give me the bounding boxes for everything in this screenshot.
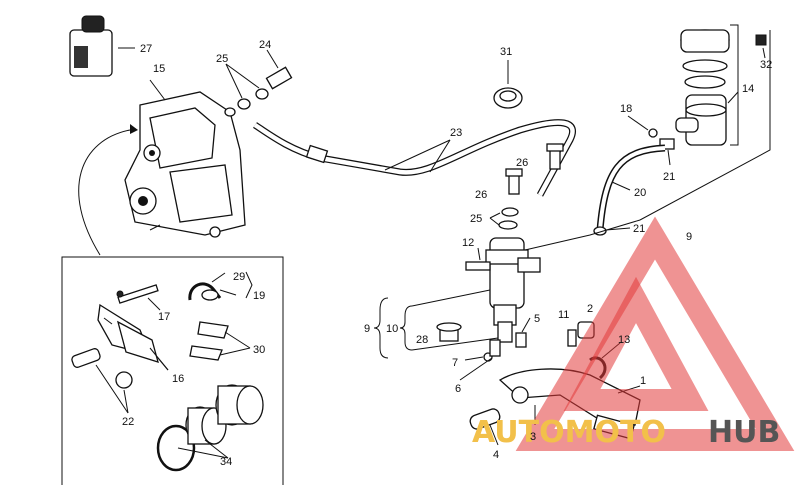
- callout-31: 31: [500, 46, 512, 58]
- callout-13: 13: [618, 334, 630, 346]
- callout-18: 18: [620, 103, 632, 115]
- pistons-and-seal: [156, 384, 264, 472]
- callout-7: 7: [452, 357, 458, 369]
- callout-34: 34: [220, 456, 232, 468]
- watermark-word-a: AUTOMOTO: [472, 415, 666, 450]
- callout-21: 21: [633, 223, 645, 235]
- callout-11: 11: [558, 309, 569, 321]
- callout-28: 28: [416, 334, 428, 346]
- callout-26: 26: [475, 189, 487, 201]
- callout-12: 12: [462, 237, 474, 249]
- fluid-bottle: [69, 15, 135, 77]
- callout-22: 22: [122, 416, 134, 428]
- brake-hose: [253, 119, 576, 197]
- callout-3: 3: [530, 431, 536, 443]
- callout-labels: 27 15 25 24 31 23 26 26 25 12 18 14 32 2…: [122, 39, 772, 468]
- reservoir-hose: [524, 30, 771, 251]
- master-cylinder: [465, 237, 541, 343]
- clamp-ring: [493, 60, 523, 109]
- brake-pads: [71, 303, 251, 414]
- middle-washers: [489, 207, 519, 230]
- fluid-reservoir: [627, 24, 767, 150]
- callout-2: 2: [587, 303, 593, 315]
- brake-caliper: [78, 79, 246, 256]
- banjo-bolts: [505, 143, 564, 195]
- callout-24: 24: [259, 39, 271, 51]
- small-parts: [459, 317, 531, 381]
- watermark-triangle-outer: [515, 216, 795, 451]
- watermark-triangle-inner: [563, 276, 709, 411]
- callout-15: 15: [153, 63, 165, 75]
- watermark-word-b: HUB: [708, 415, 780, 450]
- callout-19: 19: [253, 290, 265, 302]
- callout-21: 21: [663, 171, 675, 183]
- callout-6: 6: [455, 383, 461, 395]
- callout-25: 25: [470, 213, 482, 225]
- callout-1: 1: [640, 375, 646, 387]
- callout-30: 30: [253, 344, 265, 356]
- callout-29: 29: [233, 271, 245, 283]
- callout-10: 10: [386, 323, 398, 335]
- callout-32: 32: [760, 59, 772, 71]
- bushing: [436, 322, 462, 342]
- callout-27: 27: [140, 43, 152, 55]
- callout-17: 17: [158, 311, 170, 323]
- callout-5: 5: [534, 313, 540, 325]
- group-brackets: [373, 289, 499, 359]
- callout-9: 9: [364, 323, 370, 335]
- callout-9: 9: [686, 231, 692, 243]
- callout-25: 25: [216, 53, 228, 65]
- upper-fittings: [224, 49, 293, 117]
- callout-4: 4: [493, 449, 499, 461]
- callout-16: 16: [172, 373, 184, 385]
- inset-frame: [61, 256, 284, 485]
- callout-26: 26: [516, 157, 528, 169]
- callout-20: 20: [634, 187, 646, 199]
- inset-upper-parts: [116, 271, 253, 311]
- watermark: AUTOMOTO HUB: [472, 216, 795, 451]
- callout-23: 23: [450, 127, 462, 139]
- callout-14: 14: [742, 83, 754, 95]
